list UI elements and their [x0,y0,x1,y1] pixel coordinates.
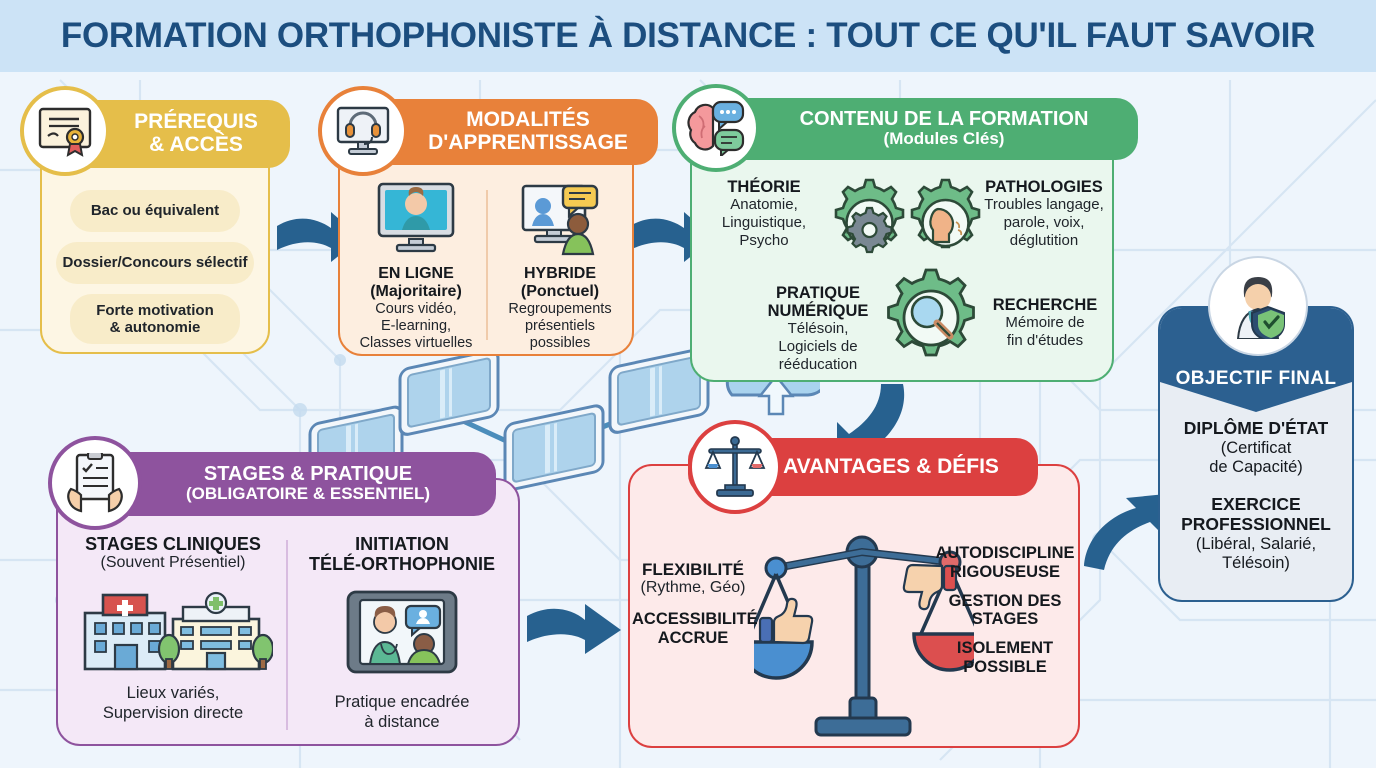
modalites-column-1: HYBRIDE (Ponctuel) Regroupements présent… [490,182,630,352]
prerequis-pill-0: Bac ou équivalent [70,190,240,232]
defi-0: AUTODISCIPLINE RIGOUSEUSE [935,544,1075,581]
modalites-divider [486,190,488,340]
module-2-detail: Télésoin, Logiciels de rééducation [778,320,858,373]
modalites-col1-subtitle: (Ponctuel) [520,282,600,300]
modalites-column-0: EN LIGNE (Majoritaire) Cours vidéo, E-le… [346,182,486,352]
card-modalites-title-line1: MODALITÉS [466,108,590,132]
gears-row-top [834,178,981,254]
card-modalites[interactable]: MODALITÉS D'APPRENTISSAGE [318,86,658,356]
tablet-teleconsultation-icon [346,590,458,674]
prerequis-pill-2: Forte motivation & autonomie [70,294,240,344]
contenu-module-pathologies: PATHOLOGIES Troubles langage, parole, vo… [978,178,1110,249]
card-prerequis[interactable]: PRÉREQUIS & ACCÈS Bac ou équivalent Doss… [20,86,290,354]
card-stages-title-line1: STAGES & PRATIQUE [203,462,413,485]
objectif-block1-title: EXERCICE PROFESSIONNEL [1181,493,1331,535]
modalites-col0-subtitle: (Majoritaire) [370,282,462,300]
balance-scale-illustration [754,535,974,737]
defi-2: ISOLEMENT POSSIBLE [956,639,1054,676]
objectif-block0-title: DIPLÔME D'ÉTAT [1183,418,1329,438]
stages-col0-subtitle: (Souvent Présentiel) [100,554,246,572]
card-objectif[interactable]: OBJECTIF FINAL DIPLÔME D'ÉTAT (Certifica… [1158,258,1354,602]
stages-col0-title: STAGES CLINIQUES [85,534,261,554]
stages-col1-detail: Pratique encadrée à distance [334,693,470,731]
avantage-2: ACCESSIBILITÉ ACCRUE [632,610,758,648]
doctor-shield-icon [1210,258,1306,354]
module-0-detail: Anatomie, Linguistique, Psycho [721,196,807,249]
stages-divider [286,540,288,730]
module-1-title: PATHOLOGIES [985,178,1103,196]
card-avantages-title: AVANTAGES & DÉFIS [783,454,999,478]
card-contenu-title-line1: CONTENU DE LA FORMATION [799,107,1089,130]
thumbs-up-icon [758,597,814,645]
desktop-video-lecture-icon [377,182,455,253]
card-prerequis-title-line1: PRÉREQUIS [134,110,258,134]
group-video-chat-icon [521,184,599,256]
avantages-left-list: FLEXIBILITÉ (Rythme, Géo) ACCESSIBILITÉ … [632,560,758,648]
page-title: FORMATION ORTHOPHONISTE À DISTANCE : TOU… [60,16,1316,55]
prerequis-pill-1: Dossier/Concours sélectif [56,242,254,284]
gear-cog-icon [834,178,905,254]
brain-speech-bubbles-icon [672,84,760,172]
stages-col1-title: INITIATION TÉLÉ-ORTHOPHONIE [308,534,495,575]
modalites-col0-detail: Cours vidéo, E-learning, Classes virtuel… [359,300,473,352]
objectif-label: OBJECTIF FINAL [1175,368,1337,389]
stages-column-1: INITIATION TÉLÉ-ORTHOPHONIE Pratique enc… [290,534,514,732]
modalites-col1-detail: Regroupements présentiels possibles [508,300,612,352]
stages-column-0: STAGES CLINIQUES (Souvent Présentiel) [62,534,284,723]
module-3-title: RECHERCHE [992,296,1098,314]
arrow-avantages-to-objectif [1084,494,1166,570]
card-avantages[interactable]: AVANTAGES & DÉFIS [628,420,1080,748]
objectif-block1-detail: (Libéral, Salarié, Télésoin) [1195,534,1317,573]
gear-magnifier-icon [887,268,975,357]
card-modalites-header: MODALITÉS D'APPRENTISSAGE [364,99,658,165]
card-contenu-title-line2: (Modules Clés) [883,129,1005,149]
card-stages-title-line2: (OBLIGATOIRE & ESSENTIEL) [186,484,430,504]
contenu-module-recherche: RECHERCHE Mémoire de fin d'études [982,296,1108,350]
title-banner: FORMATION ORTHOPHONISTE À DISTANCE : TOU… [0,0,1376,72]
hospital-buildings-icon [83,591,275,671]
module-3-detail: Mémoire de fin d'études [1005,314,1085,349]
objectif-blocks: DIPLÔME D'ÉTAT (Certificat de Capacité) … [1164,418,1348,574]
contenu-module-pratique: PRATIQUE NUMÉRIQUE Télésoin, Logiciels d… [754,284,882,373]
avantages-right-list: AUTODISCIPLINE RIGOUSEUSE GESTION DES ST… [932,544,1078,677]
avantage-0: FLEXIBILITÉ [642,560,744,579]
gear-head-speech-icon [910,178,981,249]
contenu-module-theorie: THÉORIE Anatomie, Linguistique, Psycho [704,178,824,249]
balance-scale-icon [688,420,782,514]
module-2-title: PRATIQUE NUMÉRIQUE [767,284,869,321]
monitor-headset-icon [318,86,408,176]
module-0-title: THÉORIE [727,178,801,196]
thumbs-down-icon [902,563,958,611]
modalites-col1-title: HYBRIDE [523,265,596,282]
diploma-certificate-icon [20,86,110,176]
card-contenu[interactable]: CONTENU DE LA FORMATION (Modules Clés) [672,84,1138,382]
card-objectif-body [1158,306,1354,602]
card-stages[interactable]: STAGES & PRATIQUE (OBLIGATOIRE & ESSENTI… [48,436,520,746]
clipboard-checklist-hands-icon [48,436,142,530]
card-contenu-header: CONTENU DE LA FORMATION (Modules Clés) [718,98,1138,160]
objectif-block0-detail: (Certificat de Capacité) [1209,438,1303,477]
arrow-stages-to-avantages [527,604,621,654]
defi-1: GESTION DES STAGES [948,591,1062,629]
modalites-col0-title: EN LIGNE [378,265,454,282]
avantage-1: (Rythme, Géo) [640,579,746,597]
card-modalites-title-line2: D'APPRENTISSAGE [428,131,628,154]
card-stages-header: STAGES & PRATIQUE (OBLIGATOIRE & ESSENTI… [84,452,496,516]
stages-col0-detail: Lieux variés, Supervision directe [102,684,244,722]
card-prerequis-title-line2: & ACCÈS [149,133,243,156]
module-1-detail: Troubles langage, parole, voix, déglutit… [984,196,1104,249]
